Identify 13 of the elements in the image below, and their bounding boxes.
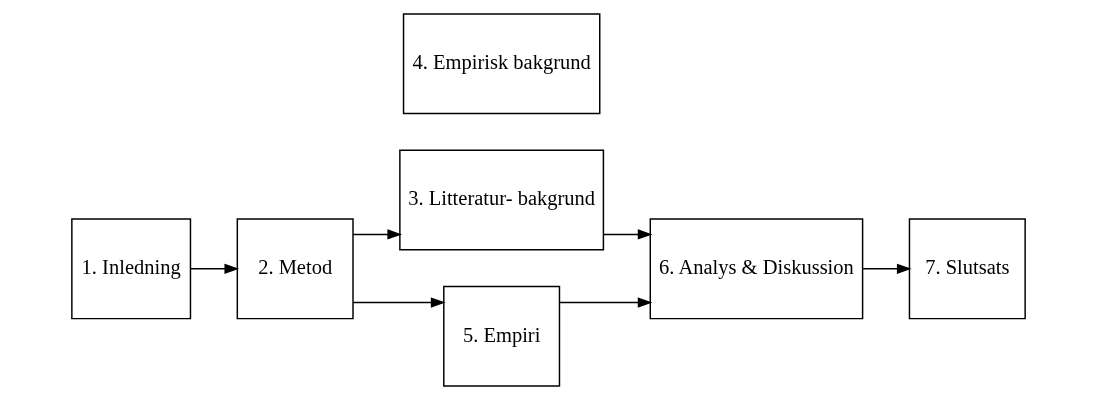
node-box: 1. Inledning xyxy=(71,218,192,320)
arrow xyxy=(862,263,912,274)
arrow xyxy=(352,229,403,240)
node-box: 7. Slutsats xyxy=(908,218,1026,320)
node-box: 6. Analys & Diskussion xyxy=(649,218,864,320)
arrow xyxy=(190,263,240,274)
arrow xyxy=(559,297,653,308)
arrow xyxy=(352,297,446,308)
node-box: 4. Empirisk bakgrund xyxy=(402,13,601,115)
arrow xyxy=(602,229,653,240)
node-box: 5. Empiri xyxy=(443,285,561,387)
node-box: 2. Metod xyxy=(236,218,354,320)
node-box: 3. Litteratur- bakgrund xyxy=(399,149,605,251)
